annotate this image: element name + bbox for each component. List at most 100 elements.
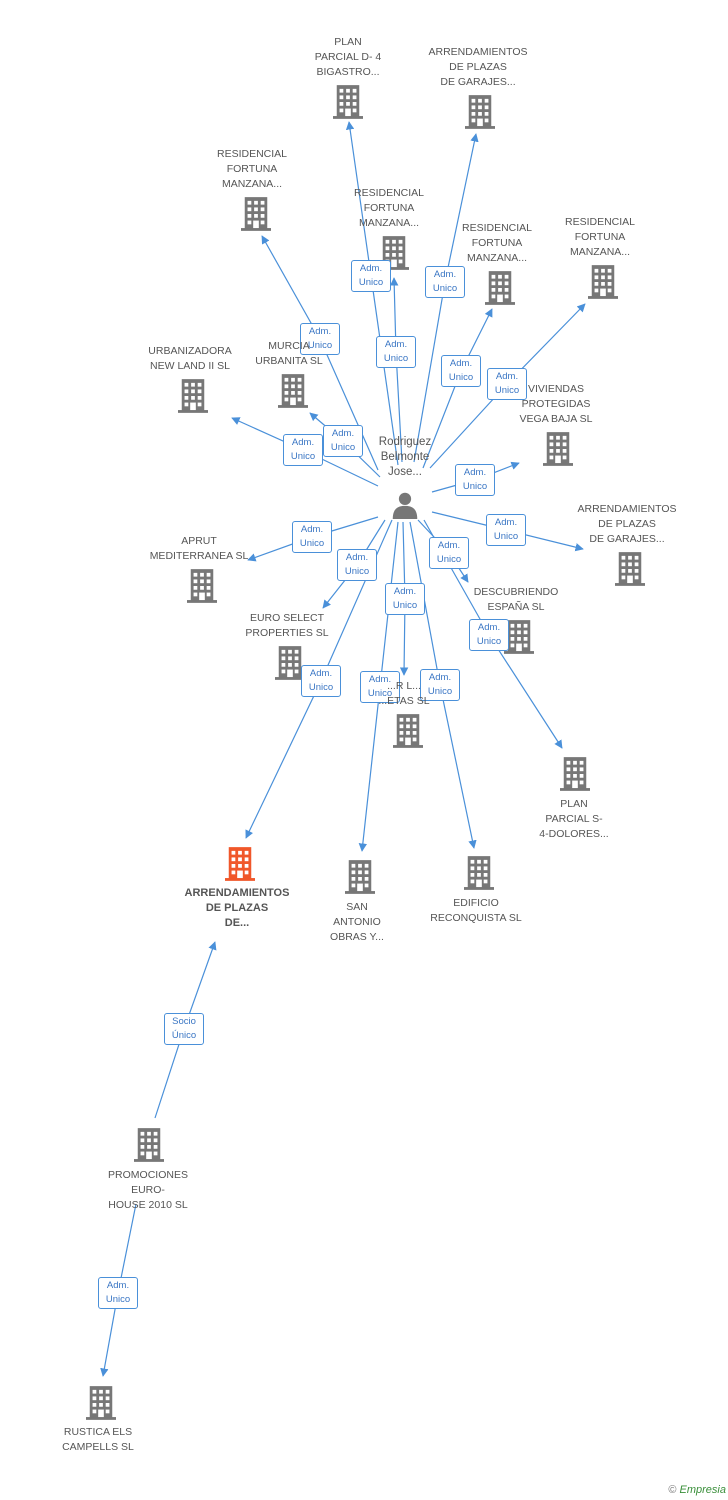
edge-label-adm-unico[interactable]: Adm.Unico [351, 260, 391, 292]
edge-label-adm-unico[interactable]: Adm.Unico [376, 336, 416, 368]
node-label-line: ARRENDAMIENTOS [184, 887, 290, 899]
node-label-line: DE PLAZAS [449, 61, 507, 73]
company-building-icon[interactable] [187, 569, 217, 603]
company-building-icon[interactable] [615, 552, 645, 586]
brand-name: Empresia [679, 1484, 726, 1496]
node-label-line: Jose... [388, 466, 422, 478]
edge-label-line: Unico [493, 531, 519, 542]
edge-label-adm-unico[interactable]: Adm.Unico [337, 549, 377, 581]
node-label-line: APRUT [181, 535, 217, 547]
company-building-icon[interactable] [241, 197, 271, 231]
edge-label-adm-unico[interactable]: Adm.Unico [425, 266, 465, 298]
edge-label-adm-unico[interactable]: Adm. Unico [283, 434, 323, 466]
company-building-icon[interactable] [278, 374, 308, 408]
node-label-line: FORTUNA [226, 163, 278, 175]
node-label-line: ARRENDAMIENTOS [577, 503, 677, 515]
node-label-line: RESIDENCIAL [216, 148, 288, 160]
node-label-line: URBANITA SL [255, 355, 323, 367]
company-label-n7[interactable]: URBANIZADORA NEW LAND II SL [128, 344, 252, 374]
node-label-line: 4-DOLORES... [539, 828, 609, 840]
edge-label-line: Adm. [463, 467, 487, 478]
edge-label-adm-unico[interactable]: Adm.Unico [300, 323, 340, 355]
node-label-line: RECONQUISTA SL [430, 912, 522, 924]
company-building-icon[interactable] [178, 379, 208, 413]
edge-label-line: Unico [383, 353, 409, 364]
node-label-line: NEW LAND II SL [150, 360, 230, 372]
edge-label-adm-unico[interactable]: Adm.Unico [469, 619, 509, 651]
edge-label-line: Unico [290, 451, 316, 462]
company-building-icon[interactable] [134, 1128, 164, 1162]
company-building-icon[interactable] [560, 757, 590, 791]
node-label-line: FORTUNA [471, 237, 523, 249]
edge-label-adm-unico[interactable]: Adm.Unico [292, 521, 332, 553]
company-building-icon[interactable] [393, 714, 423, 748]
edge-label-line: Adm. [291, 437, 315, 448]
node-label-line: URBANIZADORA [148, 345, 232, 357]
person-icon[interactable] [392, 492, 418, 519]
edge-label-line: Adm. [331, 428, 355, 439]
edge-label-adm-unico[interactable]: Adm.Unico [487, 368, 527, 400]
node-label-line: RESIDENCIAL [564, 216, 636, 228]
node-label-line: ...R L... [387, 680, 421, 692]
company-label-n17[interactable]: EDIFICIO RECONQUISTA SL [414, 896, 538, 926]
edge-label-line: Unico [432, 283, 458, 294]
edge-label-adm-unico[interactable]: Adm.Unico [323, 425, 363, 457]
node-label-line: MURCIA [268, 340, 310, 352]
company-building-icon[interactable] [485, 271, 515, 305]
edge-label-line: Unico [476, 636, 502, 647]
node-label-line: ESPAÑA SL [487, 601, 545, 613]
company-building-icon[interactable] [465, 95, 495, 129]
node-label-line: DE GARAJES... [440, 76, 516, 88]
edge-label-line: Adm. [309, 668, 333, 679]
edge-label-line: Unico [427, 686, 453, 697]
edge-label-line: Adm. [359, 263, 383, 274]
node-label-line: RESIDENCIAL [353, 187, 425, 199]
watermark: ©Empresia [668, 1484, 726, 1496]
company-building-icon[interactable] [333, 85, 363, 119]
edge-label-line: Unico [307, 340, 333, 351]
edge-label-adm-unico[interactable]: Adm.Unico [455, 464, 495, 496]
edge-label-adm-unico[interactable]: Adm.Unico [360, 671, 400, 703]
edge-label-adm-unico[interactable]: Adm.Unico [486, 514, 526, 546]
company-building-icon[interactable] [464, 856, 494, 890]
company-label-n8[interactable]: MURCIA URBANITA SL [227, 339, 351, 369]
node-label-line: MANZANA... [358, 217, 420, 229]
node-label-line: PARCIAL S- [545, 813, 603, 825]
edge-label-adm-unico[interactable]: Adm.Unico [441, 355, 481, 387]
edge-label-adm-unico[interactable]: Adm.Unico [420, 669, 460, 701]
edge-label-line: Unico [308, 682, 334, 693]
company-building-icon[interactable] [86, 1386, 116, 1420]
edge-label-adm-unico[interactable]: Adm.Unico [385, 583, 425, 615]
company-building-icon[interactable] [588, 265, 618, 299]
company-building-icon[interactable] [345, 860, 375, 894]
company-building-icon[interactable] [543, 432, 573, 466]
edge-label-line: Adm. [449, 358, 473, 369]
company-label-n14[interactable]: ...R L......ETAS SL [342, 679, 466, 709]
edge-label-line: Unico [105, 1294, 131, 1305]
edge-label-line: Unico [494, 385, 520, 396]
node-label-line: EDIFICIO [453, 897, 499, 909]
edge-label-adm-unico[interactable]: Adm.Unico [429, 537, 469, 569]
main-company-building-icon[interactable] [225, 847, 255, 881]
edge-label-line: Adm. [106, 1280, 130, 1291]
edge-label-adm-unico[interactable]: Adm. Unico [98, 1277, 138, 1309]
edge-label-adm-unico[interactable]: Adm. Unico [301, 665, 341, 697]
